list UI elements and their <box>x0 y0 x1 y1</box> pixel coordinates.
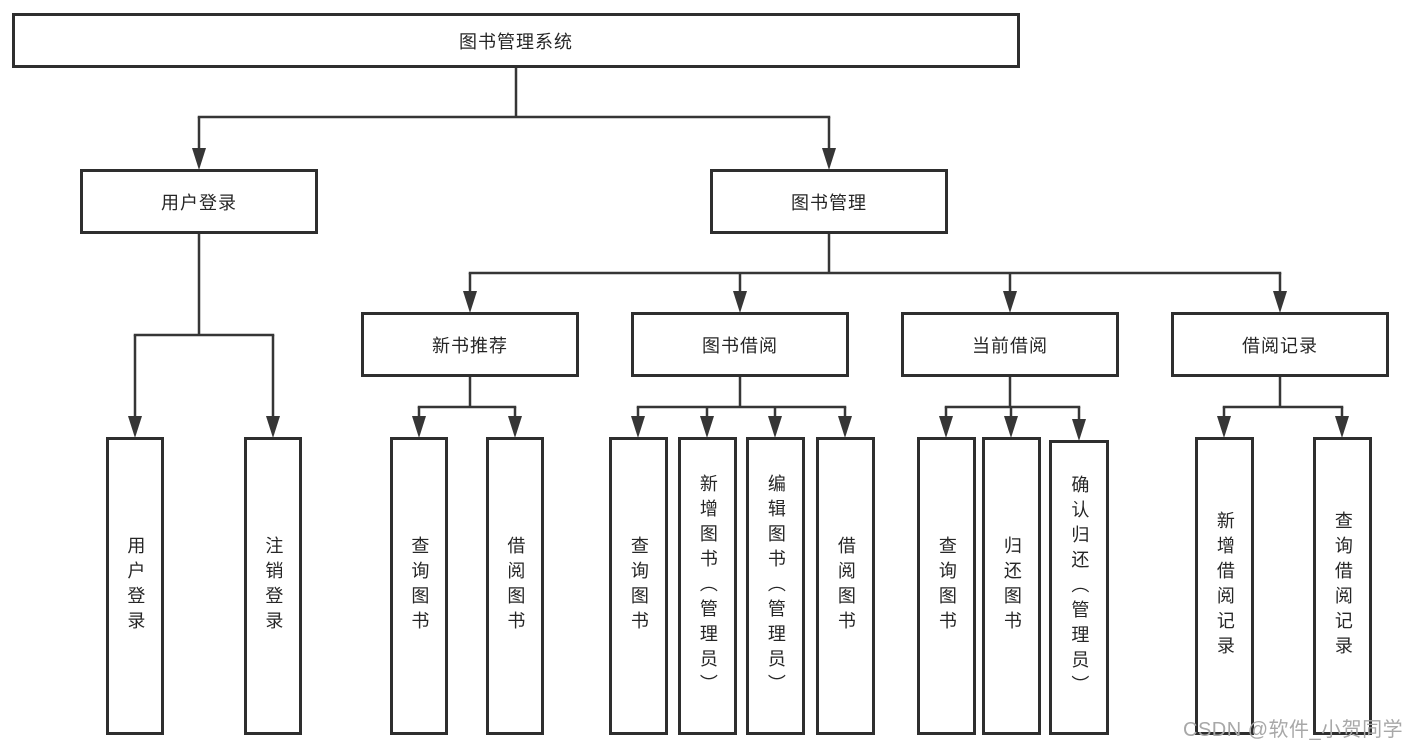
arrowhead-icon <box>631 416 645 438</box>
leaf-borrow-books-recommend-label: 借阅图书 <box>505 536 526 636</box>
leaf-query-books-recommend: 查询图书 <box>390 437 448 735</box>
leaf-return-book: 归还图书 <box>982 437 1041 735</box>
arrowhead-icon <box>1217 416 1231 438</box>
root-node: 图书管理系统 <box>12 13 1020 68</box>
arrowhead-icon <box>768 416 782 438</box>
group-book-borrowing: 图书借阅 <box>631 312 849 377</box>
group-book-borrowing-label: 图书借阅 <box>702 335 778 356</box>
leaf-confirm-return-admin: 确认归还（管理员） <box>1049 440 1109 735</box>
arrowhead-icon <box>266 416 280 438</box>
branch-user-login-label: 用户登录 <box>161 192 237 213</box>
arrowhead-icon <box>412 416 426 438</box>
arrowhead-icon <box>1003 291 1017 313</box>
leaf-query-books-borrowing: 查询图书 <box>609 437 668 735</box>
leaf-add-borrow-record-label: 新增借阅记录 <box>1214 511 1235 661</box>
leaf-user-login-label: 用户登录 <box>125 536 146 636</box>
group-current-borrowing: 当前借阅 <box>901 312 1119 377</box>
leaf-confirm-return-admin-label: 确认归还（管理员） <box>1069 475 1090 700</box>
leaf-query-borrow-record-label: 查询借阅记录 <box>1332 511 1353 661</box>
group-new-book-recommendation-label: 新书推荐 <box>432 335 508 356</box>
leaf-logout-label: 注销登录 <box>263 536 284 636</box>
leaf-query-books-current: 查询图书 <box>917 437 976 735</box>
arrowhead-icon <box>939 416 953 438</box>
arrowhead-icon <box>128 416 142 438</box>
arrowhead-icon <box>822 148 836 170</box>
arrowhead-icon <box>838 416 852 438</box>
leaf-user-login: 用户登录 <box>106 437 164 735</box>
root-node-label: 图书管理系统 <box>459 31 573 52</box>
group-borrowing-records: 借阅记录 <box>1171 312 1389 377</box>
leaf-add-borrow-record: 新增借阅记录 <box>1195 437 1254 735</box>
branch-book-management: 图书管理 <box>710 169 948 234</box>
arrowhead-icon <box>733 291 747 313</box>
arrowhead-icon <box>192 148 206 170</box>
arrowhead-icon <box>1004 416 1018 438</box>
branch-book-management-label: 图书管理 <box>791 192 867 213</box>
arrowhead-icon <box>463 291 477 313</box>
arrowhead-icon <box>1072 419 1086 441</box>
leaf-query-books-current-label: 查询图书 <box>936 536 957 636</box>
group-new-book-recommendation: 新书推荐 <box>361 312 579 377</box>
leaf-add-book-admin: 新增图书（管理员） <box>678 437 737 735</box>
leaf-borrow-books-borrowing: 借阅图书 <box>816 437 875 735</box>
leaf-query-books-borrowing-label: 查询图书 <box>628 536 649 636</box>
arrowhead-icon <box>700 416 714 438</box>
leaf-query-books-recommend-label: 查询图书 <box>409 536 430 636</box>
arrowhead-icon <box>1273 291 1287 313</box>
leaf-query-borrow-record: 查询借阅记录 <box>1313 437 1372 735</box>
group-current-borrowing-label: 当前借阅 <box>972 335 1048 356</box>
leaf-return-book-label: 归还图书 <box>1001 536 1022 636</box>
leaf-logout: 注销登录 <box>244 437 302 735</box>
arrowhead-icon <box>1335 416 1349 438</box>
leaf-edit-book-admin-label: 编辑图书（管理员） <box>765 473 786 699</box>
group-borrowing-records-label: 借阅记录 <box>1242 335 1318 356</box>
leaf-add-book-admin-label: 新增图书（管理员） <box>697 473 718 699</box>
leaf-borrow-books-recommend: 借阅图书 <box>486 437 544 735</box>
leaf-edit-book-admin: 编辑图书（管理员） <box>746 437 805 735</box>
arrowhead-icon <box>508 416 522 438</box>
branch-user-login: 用户登录 <box>80 169 318 234</box>
leaf-borrow-books-borrowing-label: 借阅图书 <box>835 536 856 636</box>
watermark: CSDN @软件_小贺同学 <box>1183 719 1404 741</box>
